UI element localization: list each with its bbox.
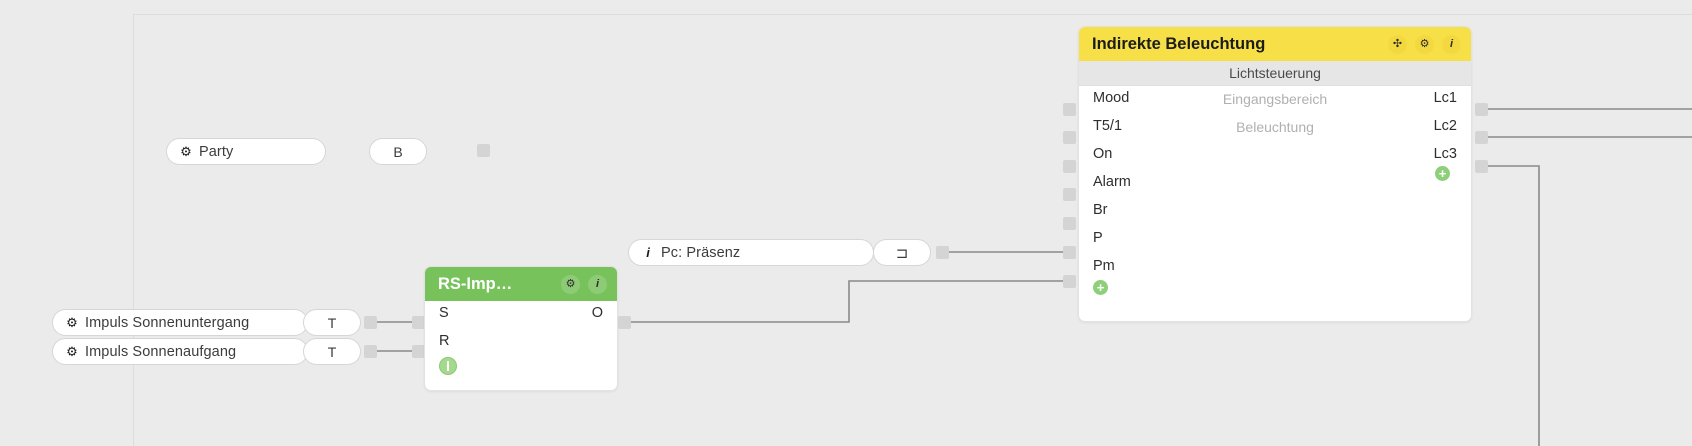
light-row-alarm: Alarm +	[1079, 166, 1471, 198]
node-party-output-pin[interactable]	[477, 144, 490, 157]
light-input-pm-pin[interactable]	[1063, 275, 1076, 288]
node-impuls-sonnenaufgang[interactable]: ⚙ Impuls Sonnenaufgang T	[52, 338, 361, 365]
light-row-t51: T5/1 Beleuchtung Lc2	[1079, 114, 1471, 142]
block-rs-impuls-row-s: S O	[425, 301, 617, 329]
gear-icon: ⚙	[180, 144, 192, 159]
block-rs-impuls-output-o-pin[interactable]	[618, 316, 631, 329]
light-row-add-input: +	[1079, 280, 1471, 304]
node-impuls-sonnenaufgang-badge[interactable]: T	[303, 338, 361, 365]
light-center-eingangsbereich: Eingangsbereich	[1222, 91, 1328, 107]
light-row-p: P	[1079, 226, 1471, 254]
info-icon[interactable]: i	[1442, 34, 1461, 54]
light-output-lc3[interactable]: Lc3	[1433, 146, 1457, 162]
gear-icon[interactable]: ⚙	[561, 274, 580, 294]
light-input-t51[interactable]: T5/1	[1093, 118, 1123, 134]
sheet-border-top	[133, 14, 1692, 15]
node-impuls-sonnenuntergang-badge[interactable]: T	[303, 309, 361, 336]
node-party[interactable]: ⚙ Party B	[166, 138, 427, 165]
light-row-on: On Lc3	[1079, 142, 1471, 170]
info-icon: i	[646, 245, 650, 260]
state-led-icon[interactable]	[439, 357, 457, 375]
block-rs-impuls-title: RS-Imp…	[438, 274, 513, 293]
light-output-lc1[interactable]: Lc1	[1433, 90, 1457, 106]
node-impuls-sonnenuntergang[interactable]: ⚙ Impuls Sonnenuntergang T	[52, 309, 361, 336]
block-rs-impuls-input-r[interactable]: R	[439, 333, 450, 349]
node-pc-praesenz[interactable]: i Pc: Präsenz ⊐	[628, 239, 931, 266]
light-input-mood-pin[interactable]	[1063, 103, 1076, 116]
light-input-br[interactable]: Br	[1093, 202, 1108, 218]
block-rs-impuls[interactable]: RS-Imp… ⚙ i S O R	[424, 266, 618, 391]
block-rs-impuls-row-state	[425, 357, 617, 381]
light-output-lc2[interactable]: Lc2	[1433, 118, 1457, 134]
node-impuls-sonnenuntergang-output-pin[interactable]	[364, 316, 377, 329]
block-indirekte-beleuchtung[interactable]: Indirekte Beleuchtung ✣ ⚙ i Lichtsteueru…	[1078, 26, 1472, 322]
node-impuls-sonnenuntergang-label: Impuls Sonnenuntergang	[85, 314, 250, 331]
gear-icon: ⚙	[66, 315, 78, 330]
light-input-p[interactable]: P	[1093, 230, 1103, 246]
light-center-beleuchtung: Beleuchtung	[1236, 119, 1314, 135]
light-input-p-pin[interactable]	[1063, 246, 1076, 259]
node-impuls-sonnenaufgang-label: Impuls Sonnenaufgang	[85, 343, 237, 360]
block-indirekte-beleuchtung-header[interactable]: Indirekte Beleuchtung ✣ ⚙ i	[1079, 27, 1471, 61]
light-input-on-pin[interactable]	[1063, 160, 1076, 173]
info-icon[interactable]: i	[588, 274, 607, 294]
node-pc-praesenz-badge[interactable]: ⊐	[873, 239, 931, 266]
add-input-plus-circle-icon[interactable]: +	[1093, 280, 1108, 295]
block-rs-impuls-body: S O R	[425, 301, 617, 381]
block-indirekte-beleuchtung-body: Mood Eingangsbereich Lc1 T5/1 Beleuchtun…	[1079, 86, 1471, 304]
move-icon[interactable]: ✣	[1388, 34, 1407, 54]
gear-icon[interactable]: ⚙	[1415, 34, 1434, 54]
light-input-pm[interactable]: Pm	[1093, 258, 1115, 274]
node-pc-praesenz-label: Pc: Präsenz	[661, 244, 741, 261]
node-impuls-sonnenaufgang-output-pin[interactable]	[364, 345, 377, 358]
light-output-lc1-pin[interactable]	[1475, 103, 1488, 116]
light-input-alarm-pin[interactable]	[1063, 188, 1076, 201]
node-party-badge[interactable]: B	[369, 138, 427, 165]
light-input-mood[interactable]: Mood	[1093, 90, 1130, 106]
light-input-br-pin[interactable]	[1063, 217, 1076, 230]
light-input-on[interactable]: On	[1093, 146, 1113, 162]
gear-icon: ⚙	[66, 344, 78, 359]
light-row-mood: Mood Eingangsbereich Lc1	[1079, 86, 1471, 114]
light-input-t51-pin[interactable]	[1063, 131, 1076, 144]
light-output-lc2-pin[interactable]	[1475, 131, 1488, 144]
block-rs-impuls-input-s[interactable]: S	[439, 305, 449, 321]
light-input-alarm[interactable]: Alarm	[1093, 174, 1131, 190]
light-row-pm: Pm	[1079, 254, 1471, 282]
node-party-label: Party	[199, 143, 234, 160]
rs-input-r-pin[interactable]	[412, 345, 425, 358]
block-indirekte-beleuchtung-subtitle: Lichtsteuerung	[1079, 61, 1471, 86]
block-rs-impuls-output-o[interactable]: O	[591, 305, 603, 321]
node-pc-praesenz-output-pin[interactable]	[936, 246, 949, 259]
add-output-plus-circle-icon[interactable]: +	[1435, 166, 1450, 181]
rs-input-s-pin[interactable]	[412, 316, 425, 329]
block-rs-impuls-header[interactable]: RS-Imp… ⚙ i	[425, 267, 617, 301]
sheet-border-left	[133, 14, 134, 446]
block-rs-impuls-row-r: R	[425, 329, 617, 357]
block-indirekte-beleuchtung-title: Indirekte Beleuchtung	[1092, 34, 1266, 53]
light-row-br: Br	[1079, 198, 1471, 226]
light-output-lc3-pin[interactable]	[1475, 160, 1488, 173]
